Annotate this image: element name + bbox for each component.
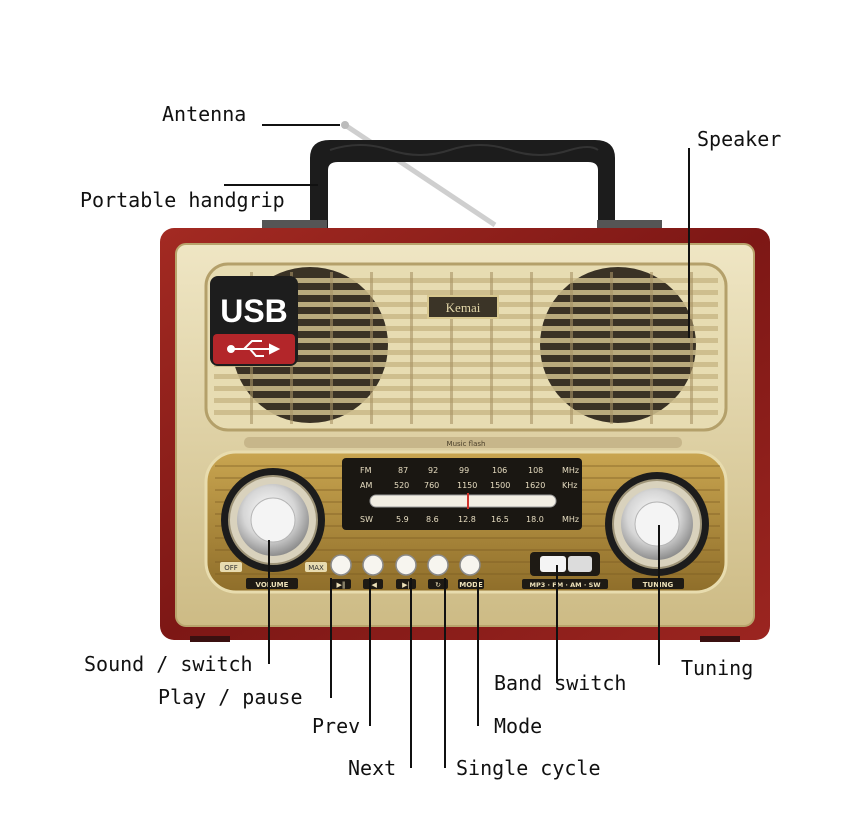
svg-text:760: 760 xyxy=(424,481,439,490)
antenna-tip xyxy=(341,121,349,129)
single-cycle-button xyxy=(427,554,449,576)
play-pause-leader xyxy=(330,578,332,698)
svg-text:87: 87 xyxy=(398,466,408,475)
label-prev: Prev xyxy=(312,714,361,738)
svg-text:99: 99 xyxy=(459,466,469,475)
label-antenna: Antenna xyxy=(162,102,247,126)
volume-knob xyxy=(221,468,325,572)
svg-text:8.6: 8.6 xyxy=(426,515,439,524)
usb-badge: USB xyxy=(210,276,298,366)
play-pause-icon: ▶‖ xyxy=(337,581,346,589)
antenna-leader xyxy=(262,124,340,126)
svg-text:MHz: MHz xyxy=(562,466,579,475)
svg-text:VOLUME: VOLUME xyxy=(256,581,289,589)
svg-text:108: 108 xyxy=(528,466,543,475)
svg-text:AM: AM xyxy=(360,481,372,490)
handgrip xyxy=(310,140,615,228)
speaker-leader xyxy=(688,148,690,338)
band-switch-leader xyxy=(556,565,558,683)
single-cycle-icon: ↻ xyxy=(435,581,441,589)
svg-text:FM: FM xyxy=(360,466,372,475)
svg-text:OFF: OFF xyxy=(224,564,238,572)
mode-leader xyxy=(477,578,479,726)
svg-text:MHz: MHz xyxy=(562,515,579,524)
label-tuning: Tuning xyxy=(681,656,754,680)
music-flash-strip xyxy=(244,437,682,448)
tuning-knob xyxy=(605,472,709,576)
label-handgrip: Portable handgrip xyxy=(80,188,285,212)
svg-text:SW: SW xyxy=(360,515,373,524)
tuning-leader xyxy=(658,525,660,665)
prev-button xyxy=(362,554,384,576)
svg-text:18.0: 18.0 xyxy=(526,515,544,524)
svg-text:520: 520 xyxy=(394,481,409,490)
label-play-pause: Play / pause xyxy=(158,685,303,709)
label-sound-switch: Sound / switch xyxy=(84,652,253,676)
control-buttons xyxy=(330,554,481,576)
tuning-dial xyxy=(342,458,582,530)
usb-icon xyxy=(227,340,281,357)
svg-text:USB: USB xyxy=(220,293,288,329)
label-next: Next xyxy=(348,756,397,780)
label-band-switch: Band switch xyxy=(494,671,627,695)
svg-text:106: 106 xyxy=(492,466,507,475)
mode-button xyxy=(459,554,481,576)
brand-badge xyxy=(427,295,499,319)
svg-text:MODE: MODE xyxy=(459,581,483,589)
band-switch xyxy=(530,552,600,576)
brand-text: Kemai xyxy=(446,300,481,315)
next-icon: ▶| xyxy=(402,581,410,589)
single-cycle-leader xyxy=(444,578,446,768)
next-button xyxy=(395,554,417,576)
svg-text:5.9: 5.9 xyxy=(396,515,409,524)
svg-text:16.5: 16.5 xyxy=(491,515,509,524)
prev-icon: |◀ xyxy=(369,581,377,589)
handgrip-leader xyxy=(224,184,318,186)
svg-text:1150: 1150 xyxy=(457,481,477,490)
svg-text:12.8: 12.8 xyxy=(458,515,476,524)
svg-text:MAX: MAX xyxy=(308,564,324,572)
svg-text:MP3 · FM · AM · SW: MP3 · FM · AM · SW xyxy=(530,581,601,589)
svg-text:KHz: KHz xyxy=(562,481,577,490)
sound-switch-leader xyxy=(268,540,270,664)
svg-text:92: 92 xyxy=(428,466,438,475)
label-single-cycle: Single cycle xyxy=(456,756,601,780)
play-pause-button xyxy=(330,554,352,576)
next-leader xyxy=(410,578,412,768)
svg-text:1500: 1500 xyxy=(490,481,510,490)
svg-text:Music flash: Music flash xyxy=(447,440,486,448)
svg-text:1620: 1620 xyxy=(525,481,545,490)
prev-leader xyxy=(369,578,371,726)
label-speaker: Speaker xyxy=(697,127,782,151)
label-mode: Mode xyxy=(494,714,543,738)
